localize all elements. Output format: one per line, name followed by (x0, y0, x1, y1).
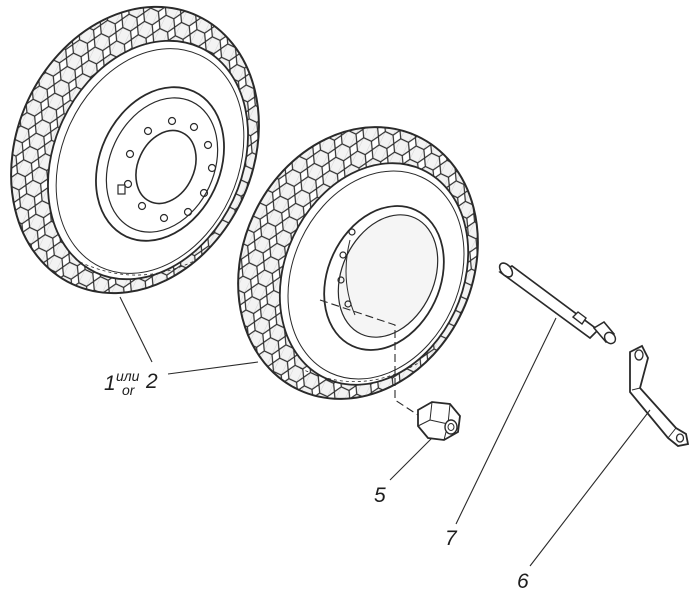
leader-2 (167, 361, 259, 375)
callout-1-or-2: 1 или or 2 (104, 368, 158, 398)
callout-5: 5 (374, 484, 386, 507)
leader-5 (389, 437, 433, 481)
callout-conj-bottom: or (122, 382, 136, 398)
mounting-pin (498, 262, 617, 345)
leader-lines (119, 296, 651, 567)
callout-num-2: 2 (145, 370, 158, 393)
assembly-line-nut (319, 299, 419, 416)
callout-num-1: 1 (104, 372, 116, 395)
bolt-holes-right (337, 228, 356, 308)
rim-left (95, 86, 225, 242)
leader-7 (455, 317, 557, 525)
wheel-nut (417, 401, 461, 441)
leader-1 (119, 296, 153, 363)
callout-7: 7 (445, 527, 458, 550)
mounting-bracket (629, 344, 690, 447)
rim-right (323, 205, 445, 351)
callout-6: 6 (517, 570, 529, 593)
leader-6 (529, 409, 651, 567)
wheel-assembly-left (10, 5, 260, 295)
callout-conj-top: или (116, 368, 140, 384)
bolt-holes-left (123, 116, 217, 223)
wheel-assembly-right (237, 126, 479, 400)
